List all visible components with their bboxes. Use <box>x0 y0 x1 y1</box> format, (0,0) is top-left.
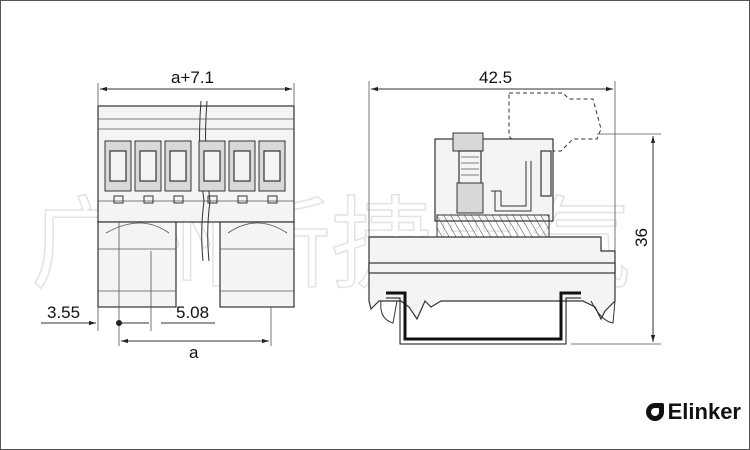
foot-left <box>97 221 177 308</box>
dim-pitch: 5.08 <box>176 303 209 322</box>
hatched-section <box>436 214 550 238</box>
dim-a: a <box>189 343 199 362</box>
brand-name: Elinker <box>667 399 741 424</box>
clamp-block <box>434 138 554 222</box>
din-rail <box>386 291 581 341</box>
dim-edge-offset: 3.55 <box>47 303 80 322</box>
front-view: a+7.1 3.55 5.08 a <box>41 68 295 362</box>
brand-mark-icon <box>645 403 664 421</box>
dim-side-width: 42.5 <box>479 68 512 87</box>
brand-logo: Elinker <box>645 399 741 425</box>
foot-right <box>219 221 295 308</box>
dim-overall-width: a+7.1 <box>171 68 214 87</box>
side-view: 42.5 36 <box>368 68 661 345</box>
terminal-cavities <box>104 140 286 204</box>
dim-height: 36 <box>632 228 651 247</box>
plug-outline <box>508 92 602 152</box>
